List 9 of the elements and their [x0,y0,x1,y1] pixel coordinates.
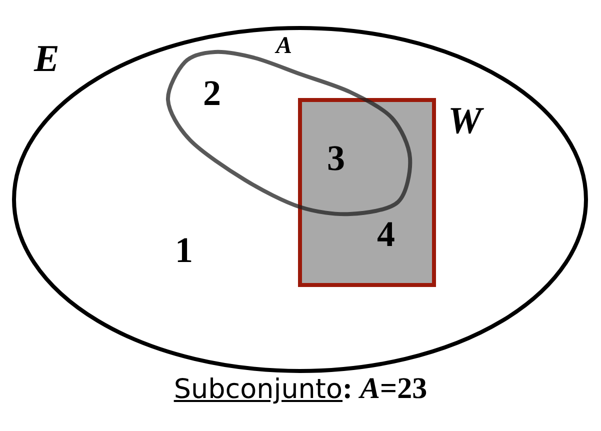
set-name: W [448,102,482,140]
set-name: A [276,34,292,58]
caption: Subconjunto: A=23 [172,372,428,406]
universe-ellipse [12,26,588,373]
region-number: 1 [175,232,193,268]
region-number: 2 [203,75,221,111]
set-name: E [34,40,60,78]
region-number: 3 [327,140,345,176]
region-number: 4 [377,216,395,252]
